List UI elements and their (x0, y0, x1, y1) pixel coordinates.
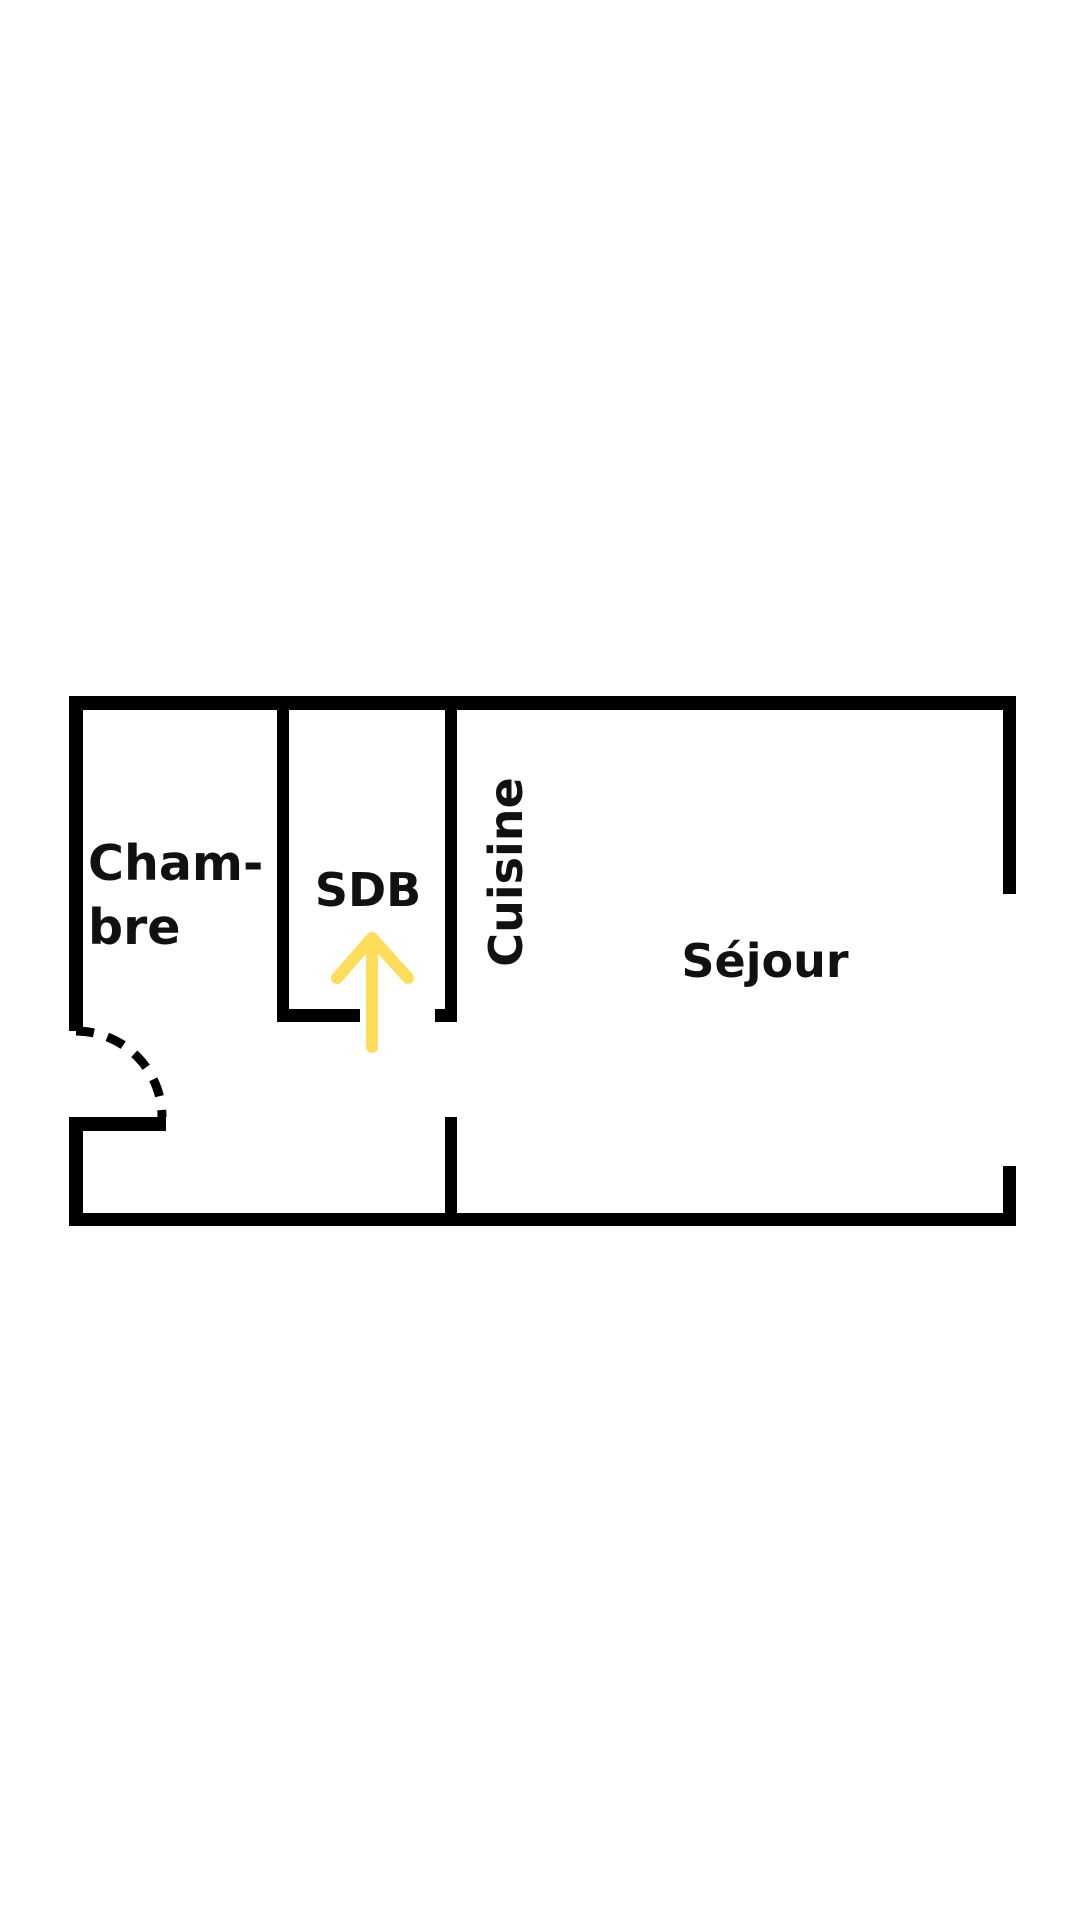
arrow-up-icon (331, 932, 414, 1053)
room-label-bedroom-line1: Cham- (88, 835, 263, 892)
wall-right-lower (1003, 1166, 1016, 1226)
wall-left-stub (69, 1117, 166, 1131)
room-label-bedroom-line2: bre (88, 899, 180, 956)
walls (69, 696, 1016, 1226)
wall-top (69, 696, 1016, 710)
wall-bathroom-left (277, 696, 289, 1022)
wall-right-upper (1003, 696, 1016, 894)
wall-left-upper (69, 696, 83, 1031)
wall-bottom (69, 1213, 1016, 1226)
wall-kitchen-lower (445, 1117, 457, 1226)
wall-left-lower (69, 1117, 83, 1226)
wall-kitchen-upper (445, 696, 457, 1022)
room-label-living: Séjour (681, 934, 848, 988)
door-swing-icon (75, 1026, 167, 1118)
room-label-bathroom: SDB (315, 863, 421, 917)
wall-bathroom-bottom (277, 1009, 360, 1022)
room-label-kitchen: Cuisine (479, 777, 533, 966)
